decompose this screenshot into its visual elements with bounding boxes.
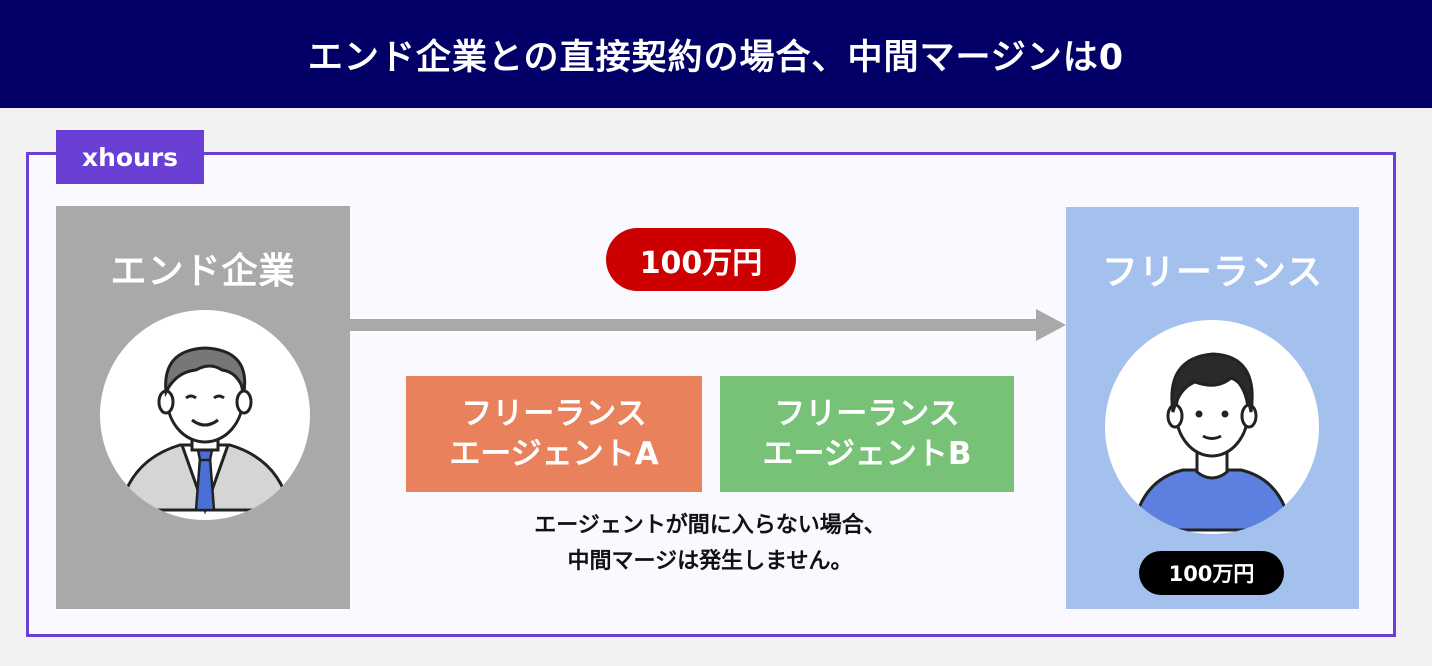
agent-a-line1: フリーランス — [461, 396, 647, 432]
no-margin-note: エージェントが間に入らない場合、 中間マージは発生しません。 — [406, 508, 1014, 580]
agent-b-box: フリーランス エージェントB — [720, 376, 1014, 492]
freelancer-amount-badge: 100万円 — [1139, 551, 1284, 595]
agent-b-line2: エージェントB — [762, 436, 972, 472]
page-title: エンド企業との直接契約の場合、中間マージンは0 — [307, 37, 1125, 78]
end-company-panel: エンド企業 — [56, 206, 350, 609]
end-company-title: エンド企業 — [110, 251, 296, 292]
young-man-icon — [1105, 320, 1319, 534]
payment-arrow — [350, 309, 1066, 341]
businessman-icon — [100, 310, 310, 520]
header-banner: エンド企業との直接契約の場合、中間マージンは0 — [0, 0, 1432, 108]
note-line1: エージェントが間に入らない場合、 — [534, 513, 886, 538]
note-line2: 中間マージは発生しません。 — [567, 549, 853, 574]
agent-b-line1: フリーランス — [774, 396, 960, 432]
xhours-tag: xhours — [56, 130, 204, 184]
freelancer-panel: フリーランス — [1066, 207, 1359, 609]
agent-a-box: フリーランス エージェントA — [406, 376, 702, 492]
payment-amount-badge: 100万円 — [606, 228, 796, 291]
freelancer-title: フリーランス — [1101, 252, 1324, 293]
agent-a-line2: エージェントA — [449, 436, 659, 472]
